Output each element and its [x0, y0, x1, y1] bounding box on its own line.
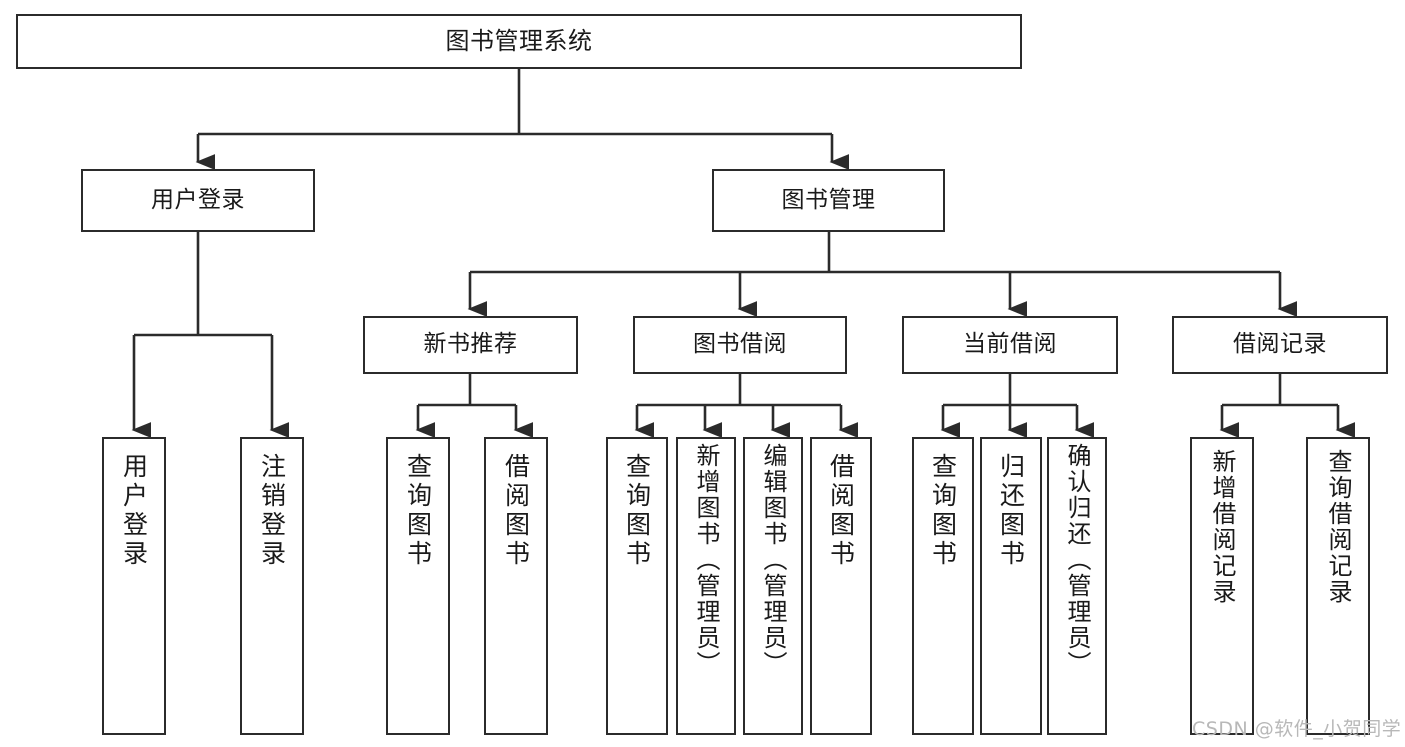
- node-root[interactable]: 图书管理系统: [16, 14, 1022, 69]
- node-leaf-edit-book-admin-label: 编辑图书（管理员）: [759, 443, 787, 677]
- node-current-borrow[interactable]: 当前借阅: [902, 316, 1118, 374]
- node-leaf-user-login-label: 用户登录: [119, 453, 149, 569]
- node-book-manage[interactable]: 图书管理: [712, 169, 945, 232]
- node-leaf-query-record-label: 查询借阅记录: [1324, 449, 1352, 605]
- node-current-borrow-label: 当前借阅: [963, 331, 1057, 358]
- node-leaf-borrow-book-1-label: 借阅图书: [501, 453, 531, 569]
- node-book-manage-label: 图书管理: [781, 186, 876, 213]
- node-leaf-confirm-return-label: 确认归还（管理员）: [1063, 443, 1091, 677]
- node-leaf-logout-label: 注销登录: [257, 453, 287, 569]
- node-leaf-return-book[interactable]: 归还图书: [980, 437, 1042, 735]
- node-book-borrow[interactable]: 图书借阅: [633, 316, 847, 374]
- node-borrow-record-label: 借阅记录: [1233, 331, 1327, 358]
- watermark-text: CSDN @软件_小贺同学: [1192, 718, 1402, 740]
- node-user-login-label: 用户登录: [151, 186, 245, 213]
- node-leaf-query-book-3[interactable]: 查询图书: [912, 437, 974, 735]
- node-leaf-confirm-return[interactable]: 确认归还（管理员）: [1047, 437, 1107, 735]
- node-book-borrow-label: 图书借阅: [693, 331, 787, 358]
- node-root-label: 图书管理系统: [445, 27, 593, 56]
- node-leaf-add-record-label: 新增借阅记录: [1208, 449, 1236, 605]
- node-leaf-edit-book-admin[interactable]: 编辑图书（管理员）: [743, 437, 803, 735]
- node-new-book-rec-label: 新书推荐: [423, 331, 518, 358]
- node-leaf-query-book-1[interactable]: 查询图书: [386, 437, 450, 735]
- node-leaf-add-book-admin[interactable]: 新增图书（管理员）: [676, 437, 736, 735]
- node-leaf-return-book-label: 归还图书: [996, 453, 1026, 569]
- node-leaf-borrow-book-2[interactable]: 借阅图书: [810, 437, 872, 735]
- node-leaf-add-record[interactable]: 新增借阅记录: [1190, 437, 1254, 735]
- node-leaf-borrow-book-2-label: 借阅图书: [826, 453, 856, 569]
- node-leaf-query-book-2-label: 查询图书: [622, 453, 652, 569]
- node-leaf-logout[interactable]: 注销登录: [240, 437, 304, 735]
- node-new-book-rec[interactable]: 新书推荐: [363, 316, 578, 374]
- node-leaf-borrow-book-1[interactable]: 借阅图书: [484, 437, 548, 735]
- node-leaf-query-book-3-label: 查询图书: [928, 453, 958, 569]
- node-borrow-record[interactable]: 借阅记录: [1172, 316, 1388, 374]
- node-leaf-add-book-admin-label: 新增图书（管理员）: [692, 443, 720, 677]
- node-leaf-query-book-1-label: 查询图书: [403, 453, 433, 569]
- node-leaf-query-record[interactable]: 查询借阅记录: [1306, 437, 1370, 735]
- node-leaf-user-login[interactable]: 用户登录: [102, 437, 166, 735]
- node-leaf-query-book-2[interactable]: 查询图书: [606, 437, 668, 735]
- node-user-login[interactable]: 用户登录: [81, 169, 315, 232]
